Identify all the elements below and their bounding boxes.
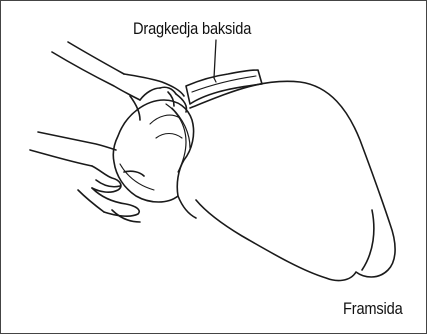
leader-line-back-pull-loop — [214, 40, 216, 78]
label-back-pull-loop: Dragkedja baksida — [133, 19, 251, 39]
footmuff-seam — [362, 210, 374, 270]
label-front: Framsida — [343, 299, 403, 319]
right-hand — [52, 42, 187, 120]
front-flap — [113, 100, 196, 218]
footmuff-body — [190, 81, 395, 280]
left-hand — [30, 132, 144, 222]
